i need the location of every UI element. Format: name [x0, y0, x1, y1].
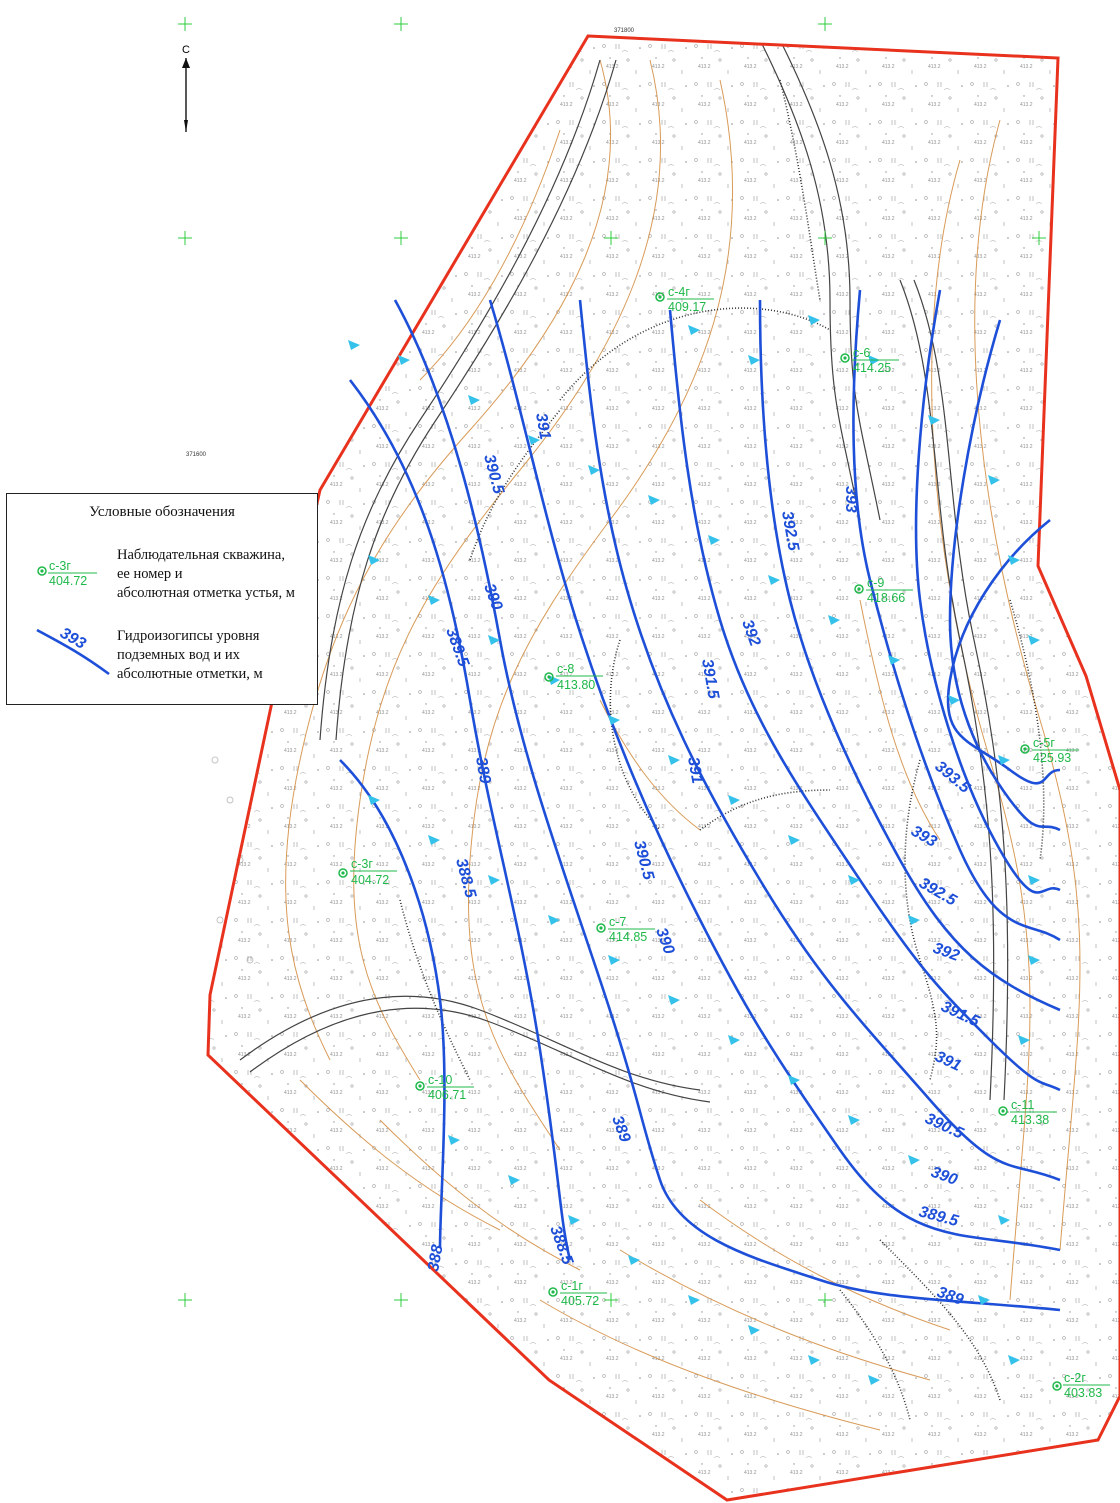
well-marker: с-11 413.38: [998, 1098, 1057, 1127]
svg-text:с-8: с-8: [557, 662, 574, 676]
well-marker: с-1г 405.72: [548, 1279, 607, 1308]
svg-text:с-4г: с-4г: [668, 285, 690, 299]
svg-text:с-7: с-7: [609, 915, 626, 929]
svg-text:с-10: с-10: [428, 1073, 452, 1087]
isoline-label: 391: [684, 756, 705, 785]
grid-crosses: [178, 17, 1046, 1307]
svg-text:с-5г: с-5г: [1033, 736, 1055, 750]
north-letter: С: [182, 44, 190, 56]
svg-text:с-3г: с-3г: [49, 559, 71, 573]
svg-text:с-11: с-11: [1011, 1098, 1034, 1112]
north-arrow: С: [176, 44, 196, 136]
well-marker: с-2г 403.83: [1052, 1371, 1110, 1400]
isoline-label: 392.5: [778, 510, 802, 553]
isoline-label: 389: [472, 756, 493, 785]
svg-text:393: 393: [57, 625, 89, 653]
svg-text:418.66: 418.66: [867, 591, 905, 605]
well-marker: с-8 413.80: [544, 662, 603, 692]
svg-text:с-9: с-9: [867, 576, 884, 590]
isoline-label: 391: [532, 412, 553, 441]
groundwater-isolines: [339, 289, 1061, 1312]
svg-text:с-3г: с-3г: [351, 857, 373, 871]
legend-isoline-symbol: 393: [36, 625, 110, 676]
svg-text:413.80: 413.80: [557, 678, 595, 692]
well-marker: с-4г 409.17: [655, 285, 714, 314]
isoline-388-5: [348, 379, 572, 1261]
topographic-contours: [285, 59, 1081, 1431]
svg-text:414.85: 414.85: [609, 930, 647, 944]
svg-text:с-6: с-6: [853, 346, 870, 360]
north-arrow-icon: [182, 58, 190, 132]
legend: Условные обозначения с-3г 404.72 Наблюда…: [6, 493, 318, 705]
svg-text:425.93: 425.93: [1033, 751, 1071, 765]
wells: с-4г 409.17 с-6 414.25 с-9 418.66 с-8 41…: [338, 285, 1110, 1400]
study-area-boundary: [206, 34, 1120, 1502]
svg-text:404.72: 404.72: [351, 873, 389, 887]
flow-arrows: [348, 315, 1040, 1385]
well-marker: с-7 414.85: [596, 915, 655, 944]
svg-text:404.72: 404.72: [49, 574, 87, 588]
svg-text:414.25: 414.25: [853, 361, 891, 375]
isoline-392-5: [948, 319, 1061, 832]
svg-text:с-1г: с-1г: [561, 1279, 583, 1293]
legend-isoline-description: Гидроизогипсы уровня подземных вод и их …: [117, 628, 263, 682]
isoline-390: [578, 299, 1061, 1182]
svg-text:403.83: 403.83: [1064, 1386, 1102, 1400]
well-icon: [37, 566, 47, 576]
svg-text:406.71: 406.71: [428, 1088, 466, 1102]
svg-text:405.72: 405.72: [561, 1294, 599, 1308]
isoline-label: 391.5: [698, 658, 722, 701]
legend-well-symbol: с-3г 404.72: [37, 559, 97, 588]
isoline-388: [339, 759, 446, 1249]
legend-title: Условные обозначения: [89, 504, 235, 520]
isoline-389-5: [488, 299, 1061, 1252]
isoline-label: 393: [842, 486, 859, 513]
coord-label-top: 371800: [614, 28, 635, 34]
svg-text:413.38: 413.38: [1011, 1113, 1049, 1127]
isoline-393: [946, 518, 1061, 785]
isoline-392: [914, 289, 1061, 894]
svg-text:с-2г: с-2г: [1064, 1371, 1086, 1385]
well-marker: с-9 418.66: [854, 576, 913, 605]
well-marker: с-6 414.25: [840, 346, 899, 375]
legend-well-description: Наблюдательная скважина, ее номер и абсо…: [117, 547, 295, 601]
isoline-391: [758, 299, 1061, 1012]
isoline-label: 388: [425, 1243, 446, 1272]
isoline-390-5: [668, 309, 1061, 1092]
slope-hatching: [399, 79, 1045, 1421]
isoline-389: [393, 299, 1061, 1312]
well-marker: с-10 406.71: [415, 1073, 474, 1102]
well-marker: с-3г 404.72: [338, 857, 397, 887]
well-marker: с-5г 425.93: [1020, 736, 1079, 765]
isoline-391-5: [852, 289, 1061, 942]
svg-text:409.17: 409.17: [668, 300, 706, 314]
coord-label-left: 371600: [186, 452, 207, 458]
